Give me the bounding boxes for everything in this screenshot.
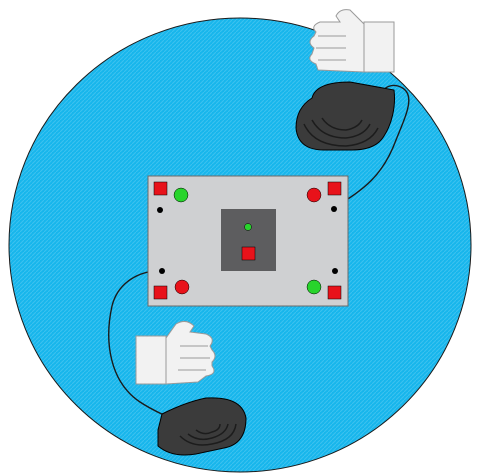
glove-hand-icon bbox=[309, 9, 395, 73]
pad-bottom[interactable] bbox=[157, 397, 247, 456]
pad-bottom-groove-3 bbox=[195, 423, 221, 435]
pad-bottom-groove-2 bbox=[187, 423, 229, 441]
bottom-left-connector bbox=[159, 268, 165, 274]
control-board bbox=[147, 175, 349, 307]
bottom-right-indicator-circle bbox=[306, 279, 322, 295]
glove-hand-icon bbox=[135, 320, 216, 385]
center-unit bbox=[221, 209, 276, 271]
top-right-indicator-circle bbox=[306, 187, 322, 203]
bottom-left-indicator-circle bbox=[174, 279, 190, 295]
pad-bottom-groove-1 bbox=[179, 423, 237, 446]
top-left-indicator-square bbox=[153, 181, 168, 196]
hand-bottom-palm bbox=[165, 320, 216, 385]
hand-top-palm bbox=[309, 9, 365, 73]
top-right-connector bbox=[331, 206, 337, 212]
top-right-indicator-square bbox=[327, 181, 342, 196]
top-left-connector bbox=[157, 207, 163, 213]
center-led bbox=[244, 223, 252, 231]
hand-bottom-cuff bbox=[135, 335, 167, 385]
pad-top-body bbox=[295, 81, 395, 151]
bottom-right-indicator-square bbox=[327, 285, 342, 300]
pad-top-groove-1 bbox=[303, 123, 379, 147]
pad-top-groove-3 bbox=[321, 117, 363, 131]
wire-bottom bbox=[108, 270, 171, 419]
center-button[interactable] bbox=[241, 246, 256, 261]
pad-top[interactable] bbox=[295, 81, 395, 151]
top-left-indicator-circle bbox=[173, 187, 189, 203]
pad-top-groove-2 bbox=[311, 119, 371, 139]
hand-top-cuff bbox=[363, 21, 395, 73]
bottom-left-indicator-square bbox=[153, 285, 168, 300]
bottom-right-connector bbox=[332, 268, 338, 274]
